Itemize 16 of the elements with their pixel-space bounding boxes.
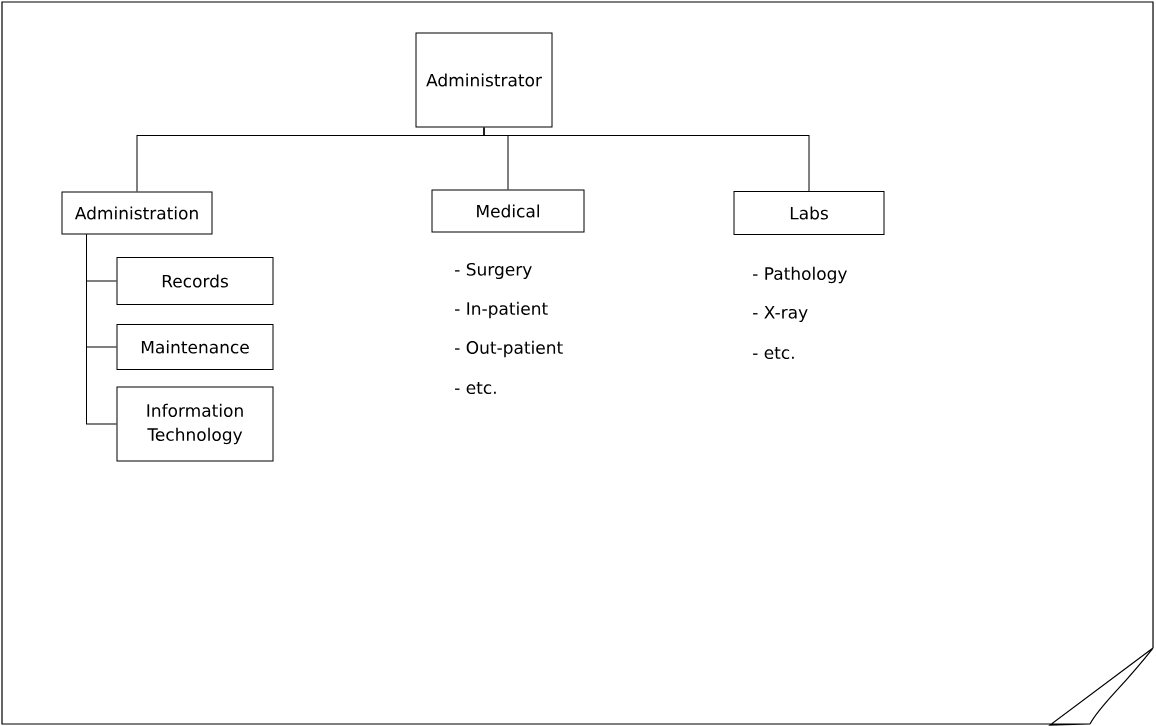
list-item: - In-patient [455,301,548,319]
list-item: - X-ray [753,306,808,322]
connector-line [483,127,810,192]
org-box: Maintenance [116,324,274,370]
org-box: Administration [61,191,213,235]
org-box: Administrator [415,32,553,128]
list-item: - Surgery [455,262,532,280]
list-item: - Pathology [753,266,847,284]
list-item: - etc. [753,346,794,360]
org-box: Medical [431,189,585,233]
connector-line [86,234,117,425]
list-item: - etc. [455,381,496,395]
org-box: Information Technology [116,386,274,462]
org-box: Labs [733,191,885,235]
org-box: Records [116,257,274,305]
list-item: - Out-patient [455,340,563,358]
